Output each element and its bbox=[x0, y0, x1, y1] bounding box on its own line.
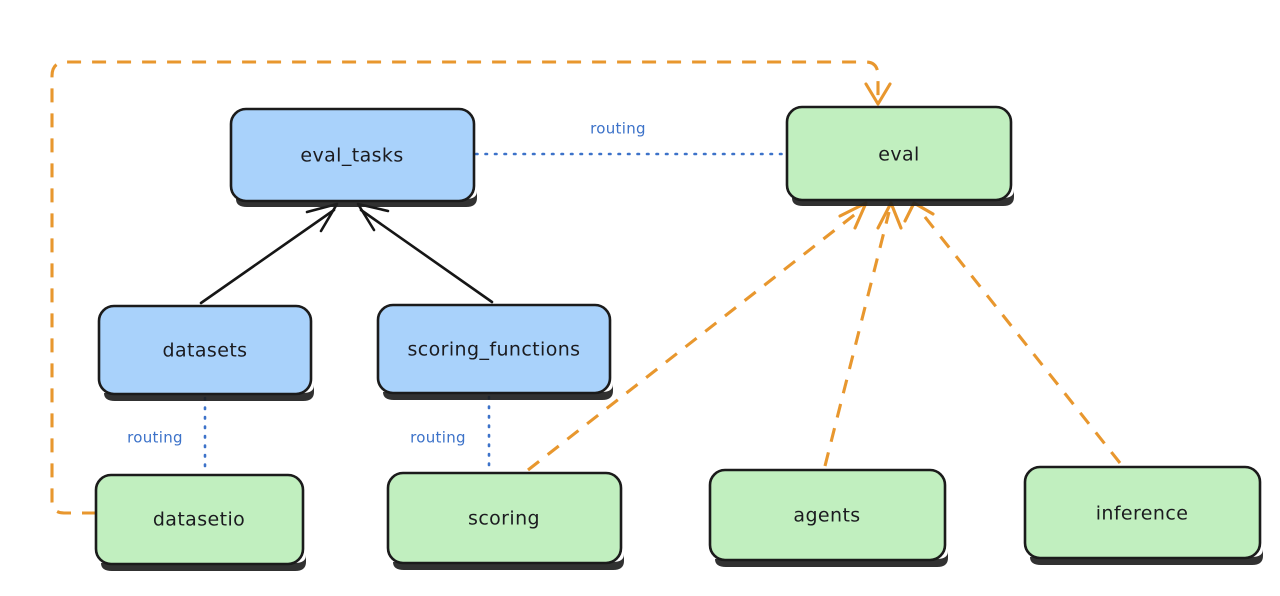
node-eval_tasks[interactable]: eval_tasks bbox=[229, 107, 477, 207]
node-scoring-label: scoring bbox=[468, 508, 540, 530]
node-agents-label: agents bbox=[793, 505, 860, 527]
node-datasets[interactable]: datasets bbox=[97, 304, 314, 401]
node-agents-shape[interactable] bbox=[708, 468, 947, 562]
edge-label-routing-datasetio: routing bbox=[127, 429, 183, 447]
node-scoring[interactable]: scoring bbox=[386, 471, 624, 570]
node-eval[interactable]: eval bbox=[785, 105, 1014, 206]
edge-datasetio-eval bbox=[50, 60, 892, 515]
node-datasets-label: datasets bbox=[163, 340, 248, 362]
node-scoring_functions-label: scoring_functions bbox=[408, 339, 581, 361]
node-scoring_functions-shape[interactable] bbox=[376, 303, 612, 395]
node-datasetio-shape[interactable] bbox=[94, 473, 305, 566]
node-eval-label: eval bbox=[878, 144, 919, 166]
node-eval_tasks-shape[interactable] bbox=[229, 107, 476, 203]
node-agents[interactable]: agents bbox=[708, 468, 948, 567]
node-datasetio-label: datasetio bbox=[153, 509, 245, 531]
node-eval_tasks-label: eval_tasks bbox=[300, 145, 403, 167]
node-datasetio[interactable]: datasetio bbox=[94, 473, 306, 571]
edge-inference-eval bbox=[903, 201, 1122, 464]
node-inference-label: inference bbox=[1096, 503, 1189, 525]
edge-label-group: routing routing routing bbox=[127, 120, 646, 447]
node-inference[interactable]: inference bbox=[1023, 465, 1263, 565]
node-eval-shape[interactable] bbox=[785, 105, 1013, 202]
edge-label-routing-eval: routing bbox=[590, 120, 646, 138]
edge-group-composition bbox=[199, 202, 494, 305]
node-scoring-shape[interactable] bbox=[386, 471, 623, 565]
arrowhead-datasetio-eval bbox=[864, 82, 892, 106]
edge-datasets-eval_tasks bbox=[199, 202, 339, 305]
node-inference-shape[interactable] bbox=[1023, 465, 1262, 560]
edge-label-routing-scoring: routing bbox=[410, 429, 466, 447]
node-datasets-shape[interactable] bbox=[97, 304, 313, 396]
edge-agents-eval bbox=[823, 201, 903, 467]
node-scoring_functions[interactable]: scoring_functions bbox=[376, 303, 613, 400]
edge-scoringfn-eval_tasks bbox=[356, 202, 494, 304]
edge-group-routing bbox=[203, 152, 788, 474]
